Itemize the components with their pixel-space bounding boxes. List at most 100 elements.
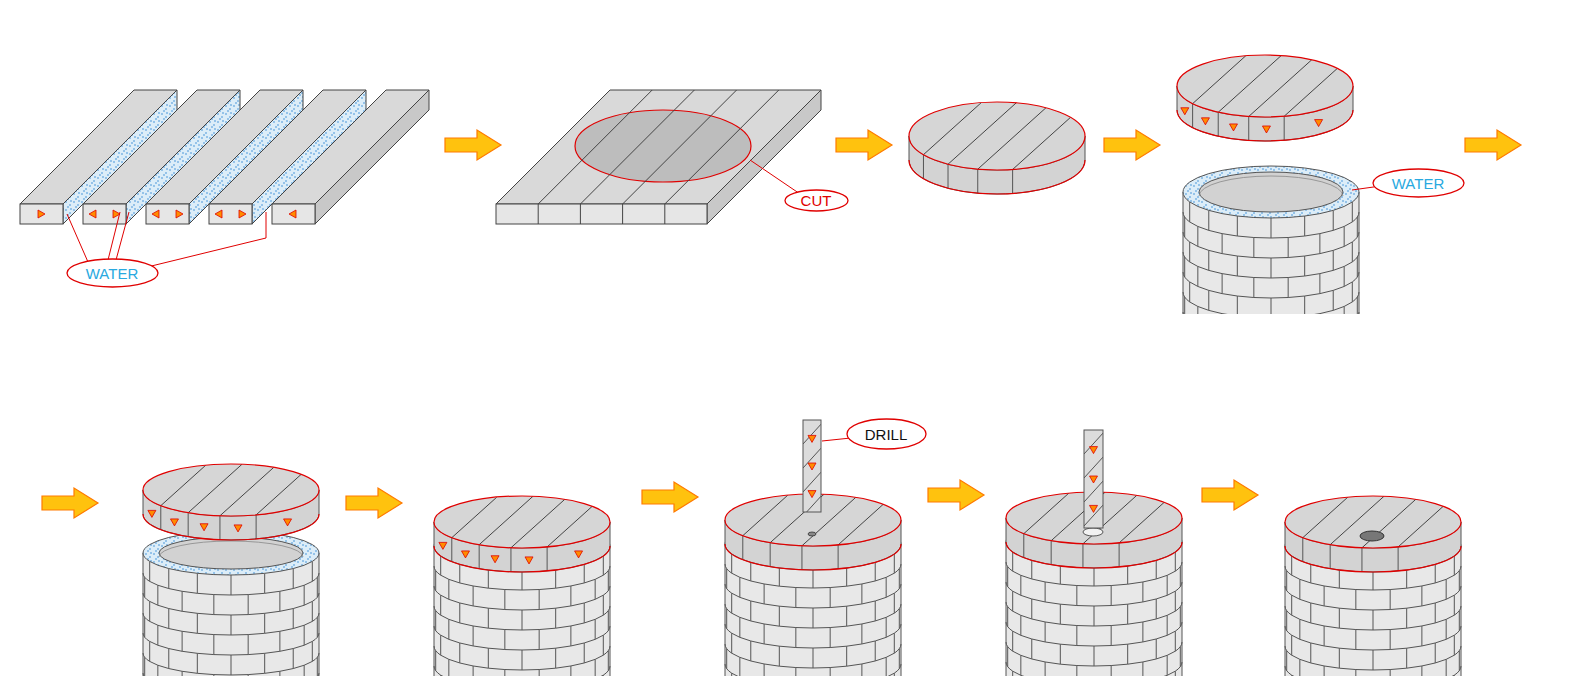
brick-joint [731,593,732,613]
brick-joint [1167,575,1168,595]
brick-joint [750,561,751,581]
small-arrow [152,210,159,218]
brick-joint [1012,631,1013,651]
plank-seam [161,465,206,506]
brick-joint [1007,567,1008,587]
brick-joint [1286,611,1287,631]
brick-joint [1271,298,1272,314]
brick-joint [1180,607,1181,627]
brick-joint [1111,626,1112,646]
brick-joint [312,601,313,621]
brick-joint [1237,256,1238,276]
brick-joint [440,635,441,655]
drill-flutes [1084,430,1103,528]
brick-joint [144,617,145,637]
tower-edge [610,546,611,676]
brick-joint [1304,216,1305,236]
brick-joint [144,657,145,676]
lid-joint [160,506,161,530]
brick-joint [1344,306,1345,314]
brick-joint [317,657,318,676]
brick-joint [264,613,265,633]
lid-outline [1177,55,1353,117]
drill-hole [1083,528,1103,536]
plank-seam [743,495,788,536]
tower-edge [1183,192,1184,314]
small-arrow [1181,108,1189,115]
lid-top [1177,55,1353,117]
lid-joint [219,516,220,540]
brick-joint [197,613,198,633]
brick-joint [1344,226,1345,246]
brick-joint [504,670,505,676]
brick-joint [1357,257,1358,277]
brick-joint [157,665,158,676]
brick-joint [1435,643,1436,663]
brick-joint [1390,630,1391,650]
brick-joint [1222,234,1223,254]
brick-joint [1310,643,1311,663]
brick-joint [1222,274,1223,294]
small-arrow [284,519,292,526]
brick-joint [1271,218,1272,238]
small-arrow [89,210,96,218]
plank-seam [256,474,301,515]
brick-course [1285,666,1461,676]
brick-joint [595,619,596,639]
brick-joint [1175,631,1176,651]
brick-joint [1333,290,1334,310]
brick-joint [168,569,169,589]
plank-front [146,204,189,224]
brick-joint [248,595,249,615]
brick-joint [1031,599,1032,619]
brick-joint [473,626,474,646]
brick-joint [1007,647,1008,667]
brick-joint [1291,595,1292,615]
brick-joint [435,571,436,591]
small-arrow [439,542,447,549]
small-arrow [170,519,178,526]
brick-joint [182,671,183,676]
brick-joint [1045,622,1046,642]
lid-top [1285,496,1461,548]
brick-joint [1197,226,1198,246]
brick-joint [1184,217,1185,237]
brick-joint [1454,675,1455,676]
brick-course [1285,586,1461,610]
brick-joint [149,641,150,661]
lid-bottom [143,514,319,540]
brick-joint [1333,210,1334,230]
brick-joint [293,649,294,669]
brick-joint [739,577,740,597]
brick-joint [182,591,183,611]
oval-shape [847,419,926,449]
brick-joint [231,655,232,675]
brick-joint [739,657,740,676]
brick-joint [1156,559,1157,579]
callout-oval: CUT [784,189,849,212]
step-arrow [1104,130,1160,160]
lid-outline [1285,496,1461,548]
tower-edge [1285,546,1286,676]
brick-course [143,673,319,676]
lid-joint [1119,543,1120,567]
brick-joint [231,615,232,635]
drill-body [1084,430,1103,528]
brick-joint [1352,242,1353,262]
brick-joint [764,664,765,676]
brick-joint [555,568,556,588]
brick-joint [1060,644,1061,664]
brick-joint [1167,615,1168,635]
brick-joint [894,633,895,653]
brick-tower [1183,166,1359,314]
brick-joint [1175,591,1176,611]
step-arrow [445,130,501,160]
plank-top [272,90,429,204]
brick-joint [279,671,280,676]
plank-seam [479,496,533,545]
small-arrow [234,525,242,532]
plank-seam [978,108,1046,169]
brick-joint [473,586,474,606]
callout-text: CUT [801,193,832,208]
plank-seam [838,504,883,545]
